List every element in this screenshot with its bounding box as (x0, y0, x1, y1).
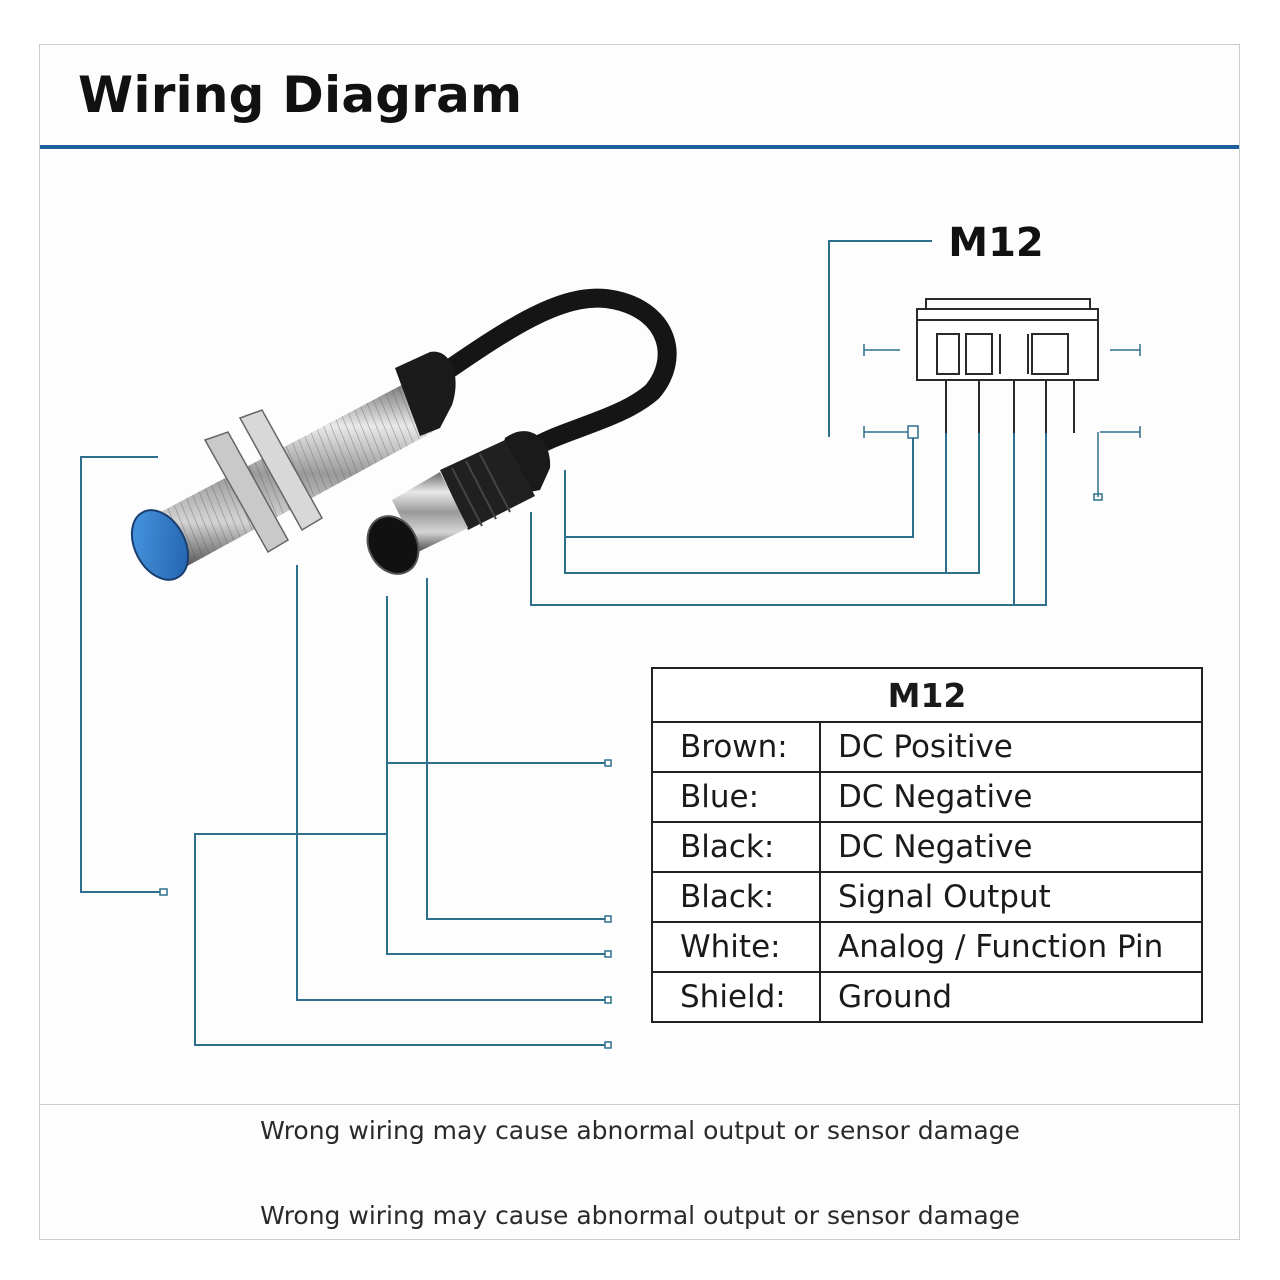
connector-pin-wires (530, 433, 1047, 606)
wire-function: DC Negative (819, 771, 1203, 823)
wire-function: Ground (819, 971, 1203, 1023)
wire-terminals (159, 759, 612, 1049)
wire-color: Shield: (651, 971, 821, 1023)
table-row: Brown: DC Positive (651, 721, 1203, 773)
wire-function: DC Positive (819, 721, 1203, 773)
title-divider (40, 145, 1239, 149)
pinout-table: M12 Brown: DC Positive Blue: DC Negative… (651, 667, 1203, 1023)
warning-text: Wrong wiring may cause abnormal output o… (260, 1116, 1020, 1145)
wire-function: DC Negative (819, 821, 1203, 873)
wire-function: Signal Output (819, 871, 1203, 923)
wire-function: Analog / Function Pin (819, 921, 1203, 973)
table-row: Blue: DC Negative (651, 771, 1203, 823)
pinout-table-header: M12 (651, 667, 1203, 723)
wire-color: Black: (651, 871, 821, 923)
connector-label: M12 (948, 220, 1043, 266)
footer-divider (40, 1104, 1239, 1105)
table-row: Shield: Ground (651, 971, 1203, 1023)
wire-color: Brown: (651, 721, 821, 773)
wire-color: White: (651, 921, 821, 973)
diagram-frame (39, 44, 1240, 1240)
table-row: Black: DC Negative (651, 821, 1203, 873)
sensor-cable (435, 288, 677, 460)
sensor-wire-routing (80, 456, 609, 1046)
table-row: White: Analog / Function Pin (651, 921, 1203, 973)
m12-plug (366, 431, 551, 575)
m12-connector-schematic (828, 240, 1141, 501)
proximity-sensor (130, 351, 456, 581)
wire-color: Blue: (651, 771, 821, 823)
wire-color: Black: (651, 821, 821, 873)
table-row: Black: Signal Output (651, 871, 1203, 923)
page-title: Wiring Diagram (78, 66, 523, 124)
warning-text: Wrong wiring may cause abnormal output o… (260, 1201, 1020, 1230)
